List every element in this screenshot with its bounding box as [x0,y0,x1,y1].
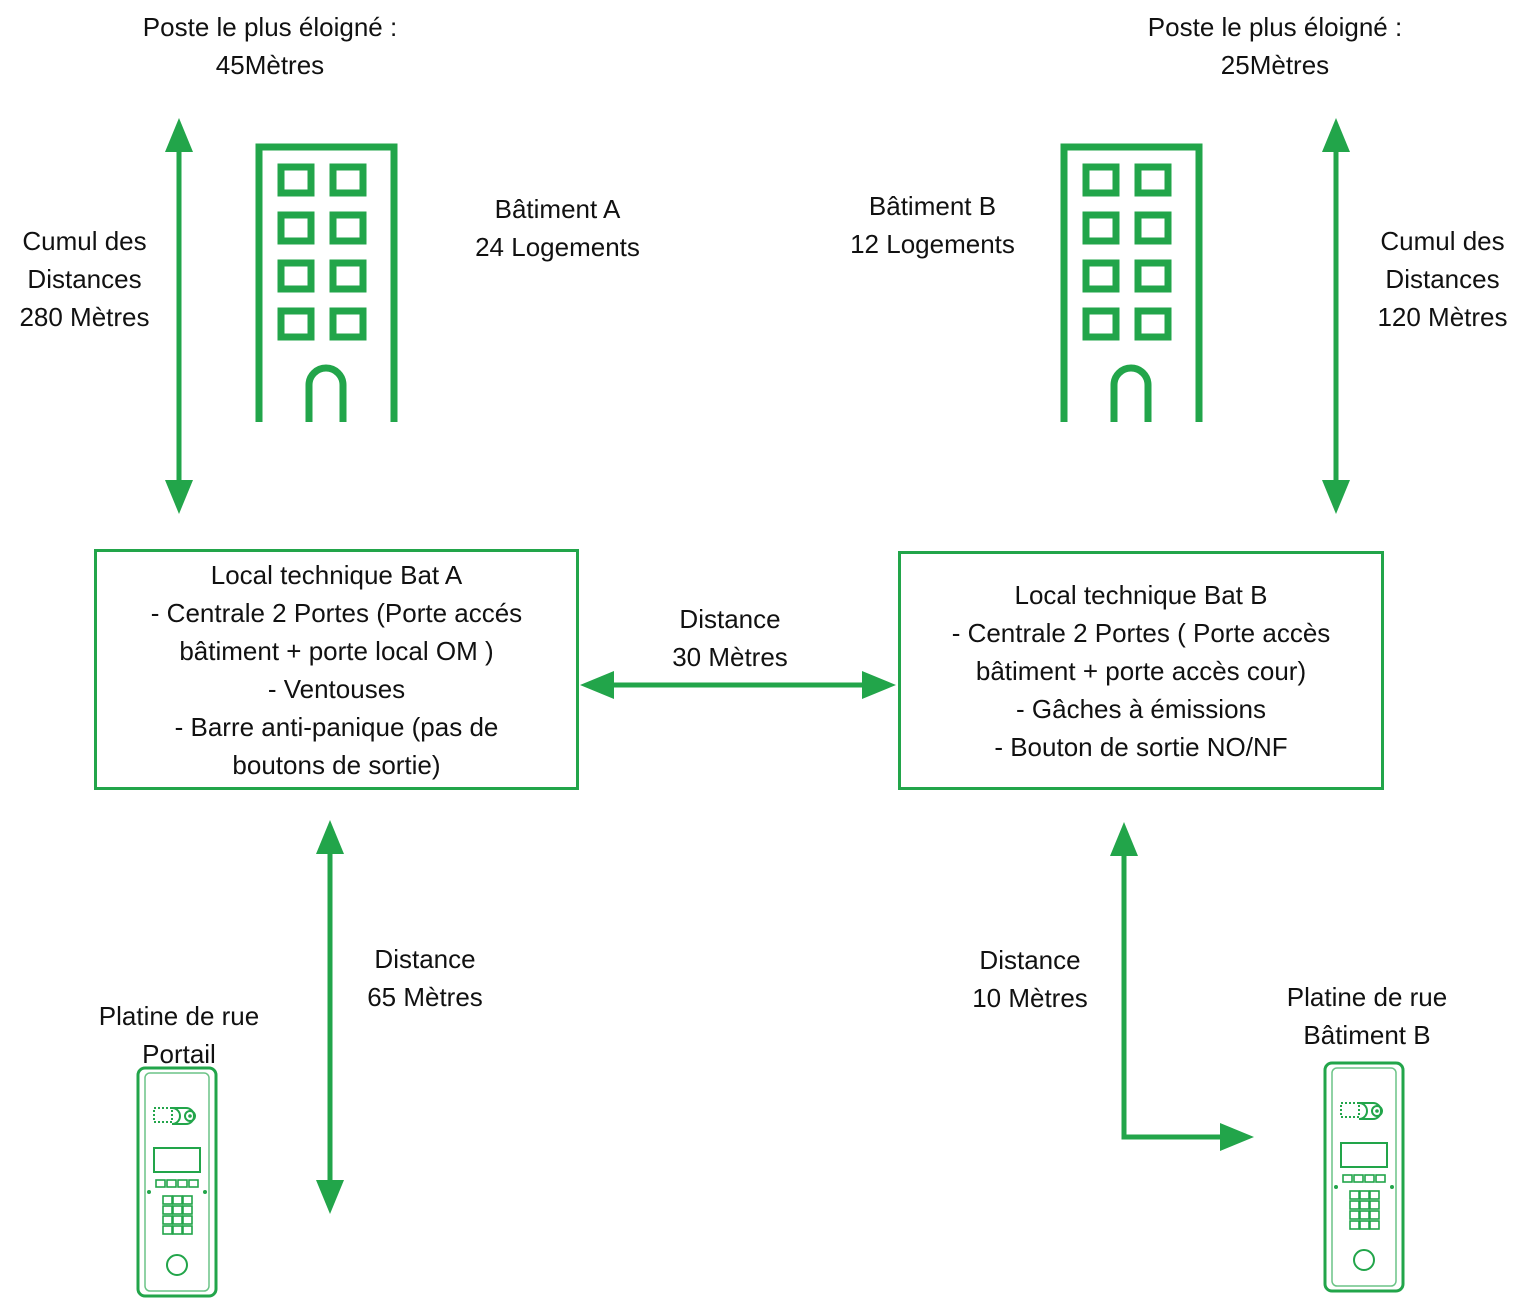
building-b-cumul: Cumul des Distances 120 Mètres [1360,222,1525,336]
building-a-title: Bâtiment A [494,194,621,224]
link-portail-title: Distance [374,944,476,974]
building-b-remote-post: Poste le plus éloigné : 25Mètres [1115,8,1435,84]
local-technique-b-box: Local technique Bat B - Centrale 2 Porte… [898,551,1384,790]
building-a-cumul: Cumul des Distances 280 Mètres [2,222,167,336]
local-a-line: - Ventouses [267,673,406,704]
local-a-line: boutons de sortie) [232,749,441,780]
building-a-cumul-line: Cumul des [22,226,147,256]
building-a-cumul-line: Distances [27,264,142,294]
local-b-line: - Centrale 2 Portes ( Porte accès [951,617,1331,648]
building-a-cumul-value: 280 Mètres [19,302,150,332]
building-a-name: Bâtiment A 24 Logements [455,190,660,266]
link-ab-value: 30 Mètres [672,642,788,672]
local-a-line: bâtiment + porte local OM ) [179,635,494,666]
platine-b-title: Platine de rue [1286,982,1448,1012]
link-platine-b-label: Distance 10 Mètres [940,941,1120,1017]
local-technique-a-box: Local technique Bat A - Centrale 2 Porte… [94,549,579,790]
platine-portail-subtitle: Portail [142,1039,216,1069]
link-platine-b-title: Distance [979,945,1081,975]
platine-portail-label: Platine de rue Portail [64,997,294,1073]
platine-b-icon [1323,1061,1405,1293]
building-b-title: Bâtiment B [868,191,997,221]
building-b-cumul-line: Distances [1385,264,1500,294]
building-a-remote-post-title: Poste le plus éloigné : [142,12,398,42]
arrow-cumul-a [165,118,193,514]
building-a-remote-post: Poste le plus éloigné : 45Mètres [110,8,430,84]
link-ab-title: Distance [679,604,781,634]
building-b-icon [1064,147,1199,422]
local-a-line: - Centrale 2 Portes (Porte accés [150,597,523,628]
local-b-line: - Bouton de sortie NO/NF [994,731,1288,762]
building-a-remote-post-value: 45Mètres [215,50,325,80]
link-ab-label: Distance 30 Mètres [640,600,820,676]
building-b-name: Bâtiment B 12 Logements [830,187,1035,263]
arrow-cumul-b [1322,118,1350,514]
link-platine-b-value: 10 Mètres [972,983,1088,1013]
local-a-title: Local technique Bat A [210,559,463,590]
local-b-line: bâtiment + porte accès cour) [975,655,1307,686]
building-b-units: 12 Logements [850,229,1015,259]
building-b-cumul-line: Cumul des [1380,226,1505,256]
platine-portail-icon [136,1066,218,1298]
building-a-units: 24 Logements [475,232,640,262]
building-b-remote-post-value: 25Mètres [1220,50,1330,80]
arrow-link-ab [580,671,896,699]
link-portail-value: 65 Mètres [367,982,483,1012]
arrow-link-platine-b [1110,822,1254,1151]
platine-b-label: Platine de rue Bâtiment B [1252,978,1482,1054]
local-b-title: Local technique Bat B [1014,579,1268,610]
local-b-line: - Gâches à émissions [1016,693,1266,724]
building-b-remote-post-title: Poste le plus éloigné : [1147,12,1403,42]
arrow-link-portail [316,820,344,1214]
platine-b-subtitle: Bâtiment B [1303,1020,1431,1050]
local-a-line: - Barre anti-panique (pas de [174,711,499,742]
platine-portail-title: Platine de rue [98,1001,260,1031]
building-a-icon [259,147,394,422]
link-portail-label: Distance 65 Mètres [335,940,515,1016]
building-b-cumul-value: 120 Mètres [1377,302,1508,332]
